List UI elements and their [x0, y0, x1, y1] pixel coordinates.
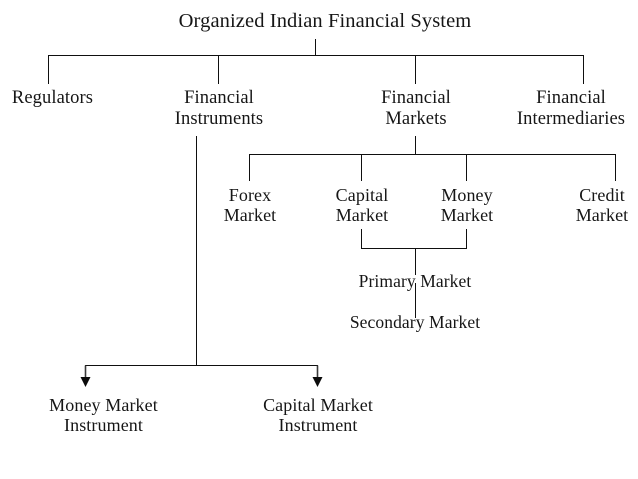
node-regulators[interactable]: Regulators	[11, 88, 94, 108]
node-money-market[interactable]: Money Market	[440, 185, 494, 226]
node-money-market-instrument[interactable]: Money Market Instrument	[49, 395, 158, 436]
arrowhead-capital-market-instrument	[312, 377, 323, 387]
node-capital-market[interactable]: Capital Market	[335, 185, 389, 226]
node-secondary-market[interactable]: Secondary Market	[349, 312, 481, 332]
node-financial-instruments[interactable]: Financial Instruments	[174, 88, 264, 129]
node-primary-market[interactable]: Primary Market	[358, 271, 472, 291]
node-root[interactable]: Organized Indian Financial System	[178, 10, 472, 32]
arrowhead-money-market-instrument	[80, 377, 91, 387]
node-capital-market-instrument[interactable]: Capital Market Instrument	[263, 395, 373, 436]
node-forex-market[interactable]: Forex Market	[223, 185, 277, 226]
node-financial-markets[interactable]: Financial Markets	[381, 88, 451, 129]
node-financial-intermediaries[interactable]: Financial Intermediaries	[516, 88, 626, 129]
node-credit-market[interactable]: Credit Market	[575, 185, 629, 226]
